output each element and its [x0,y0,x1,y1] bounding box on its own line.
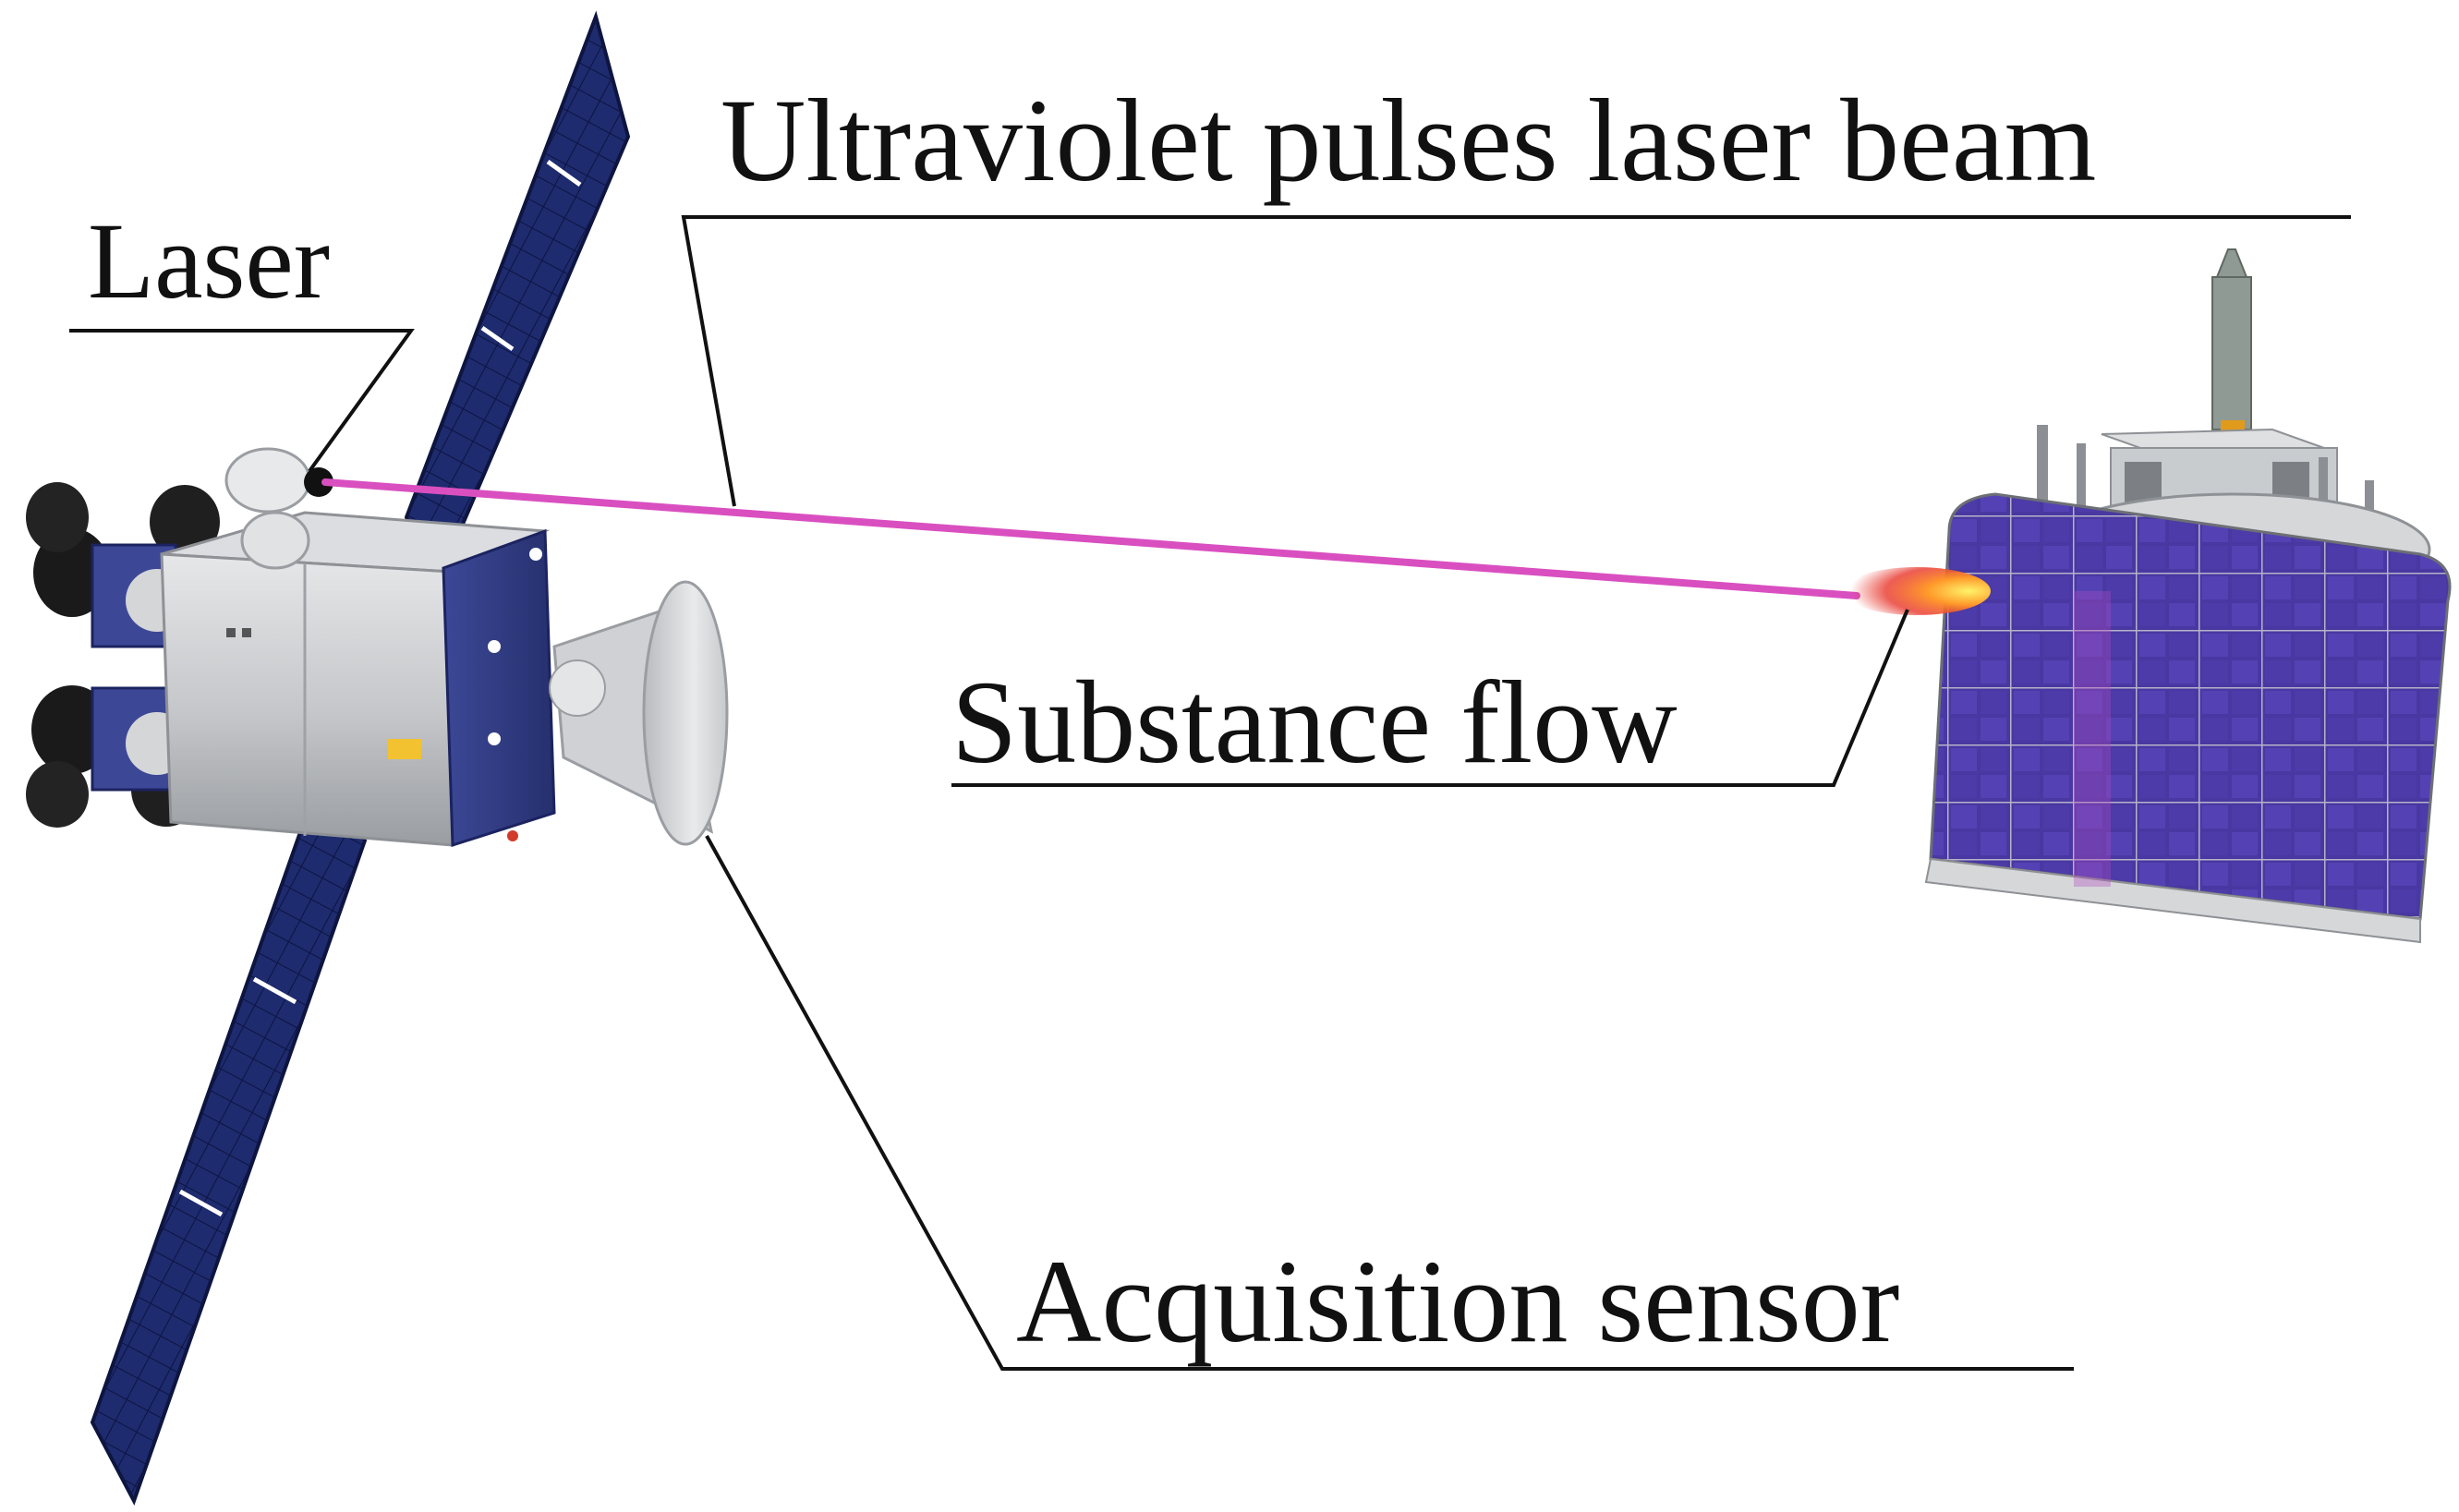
leader-flow [951,609,1909,787]
label-acquisition-sensor: Acquisition sensor [1016,1236,1899,1367]
lower-solar-panel [90,762,368,1506]
satellite-hull [160,511,556,848]
laser-head [224,447,333,570]
target-satellite-icon [1843,248,2452,944]
thruster-cluster [26,482,220,828]
label-substance-flow: Substance flow [951,657,1678,788]
leader-sensor [705,835,2074,1371]
substance-flow-plume [1843,567,1991,615]
leader-beam [681,215,2351,507]
label-beam: Ultraviolet pulses laser beam [721,75,2096,206]
chaser-satellite-icon [26,10,729,1506]
laser-beam [321,478,1860,599]
label-laser: Laser [88,200,330,321]
leader-laser [69,329,415,473]
leader-lines [69,215,2351,1371]
acquisition-sensor-dish [549,580,729,846]
